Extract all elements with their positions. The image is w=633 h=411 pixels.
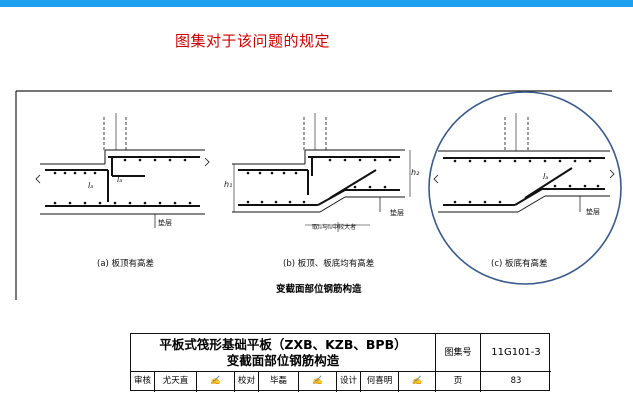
page-label: 页 (436, 372, 481, 392)
detail-a-dots (53, 158, 192, 205)
highlight-circle (428, 91, 622, 285)
signature-row: 审核 尤天直 ✍ 校对 毕磊 ✍ 设计 何喜明 ✍ 页 83 (131, 372, 551, 392)
detail-c (433, 113, 615, 213)
la-label-c: lₐ (543, 172, 549, 181)
designer-signature: ✍ (399, 372, 436, 392)
slope-note: 取l₀与l₀中较大者 (312, 224, 357, 231)
review-label: 审核 (131, 372, 155, 392)
page-heading: 图集对于该问题的规定 (175, 32, 331, 50)
atlas-number-label: 图集号 (436, 334, 481, 372)
caption-a: (a) 板顶有高差 (97, 259, 155, 269)
detail-c-dots (453, 159, 600, 204)
title-line-2: 变截面部位钢筋构造 (226, 353, 340, 368)
figure-subtitle: 变截面部位钢筋构造 (276, 284, 362, 295)
cushion-label-a: 垫层 (158, 219, 172, 227)
detail-b-dots (246, 158, 392, 204)
reviewer-signature: ✍ (197, 372, 235, 392)
caption-b: (b) 板顶、板底均有高差 (283, 259, 375, 269)
la-label-a: lₐ (117, 175, 123, 184)
top-accent-bar (0, 0, 633, 7)
cushion-label-b: 垫层 (390, 209, 404, 217)
reviewer-name: 尤天直 (155, 372, 197, 392)
page-value: 83 (510, 376, 522, 386)
design-label: 设计 (337, 372, 361, 392)
title-block: 平板式筏形基础平板（ZXB、KZB、BPB） 变截面部位钢筋构造 图集号 11G… (130, 333, 551, 392)
check-label: 校对 (235, 372, 259, 392)
detail-a (35, 113, 210, 228)
h2-label: h₂ (411, 168, 420, 177)
checker-signature: ✍ (299, 372, 337, 392)
h1-label: h₁ (224, 180, 233, 189)
detail-b (232, 113, 411, 232)
designer-name: 何喜明 (361, 372, 399, 392)
title-line-1: 平板式筏形基础平板（ZXB、KZB、BPB） (159, 337, 407, 352)
la-label-a-left: lₐ (88, 181, 94, 190)
checker-name: 毕磊 (259, 372, 299, 392)
title-block-title: 平板式筏形基础平板（ZXB、KZB、BPB） 变截面部位钢筋构造 (131, 334, 436, 372)
caption-c: (c) 板底有高差 (491, 259, 548, 269)
atlas-number-value: 11G101-3 (481, 334, 551, 372)
cushion-label-c: 垫层 (586, 208, 600, 216)
